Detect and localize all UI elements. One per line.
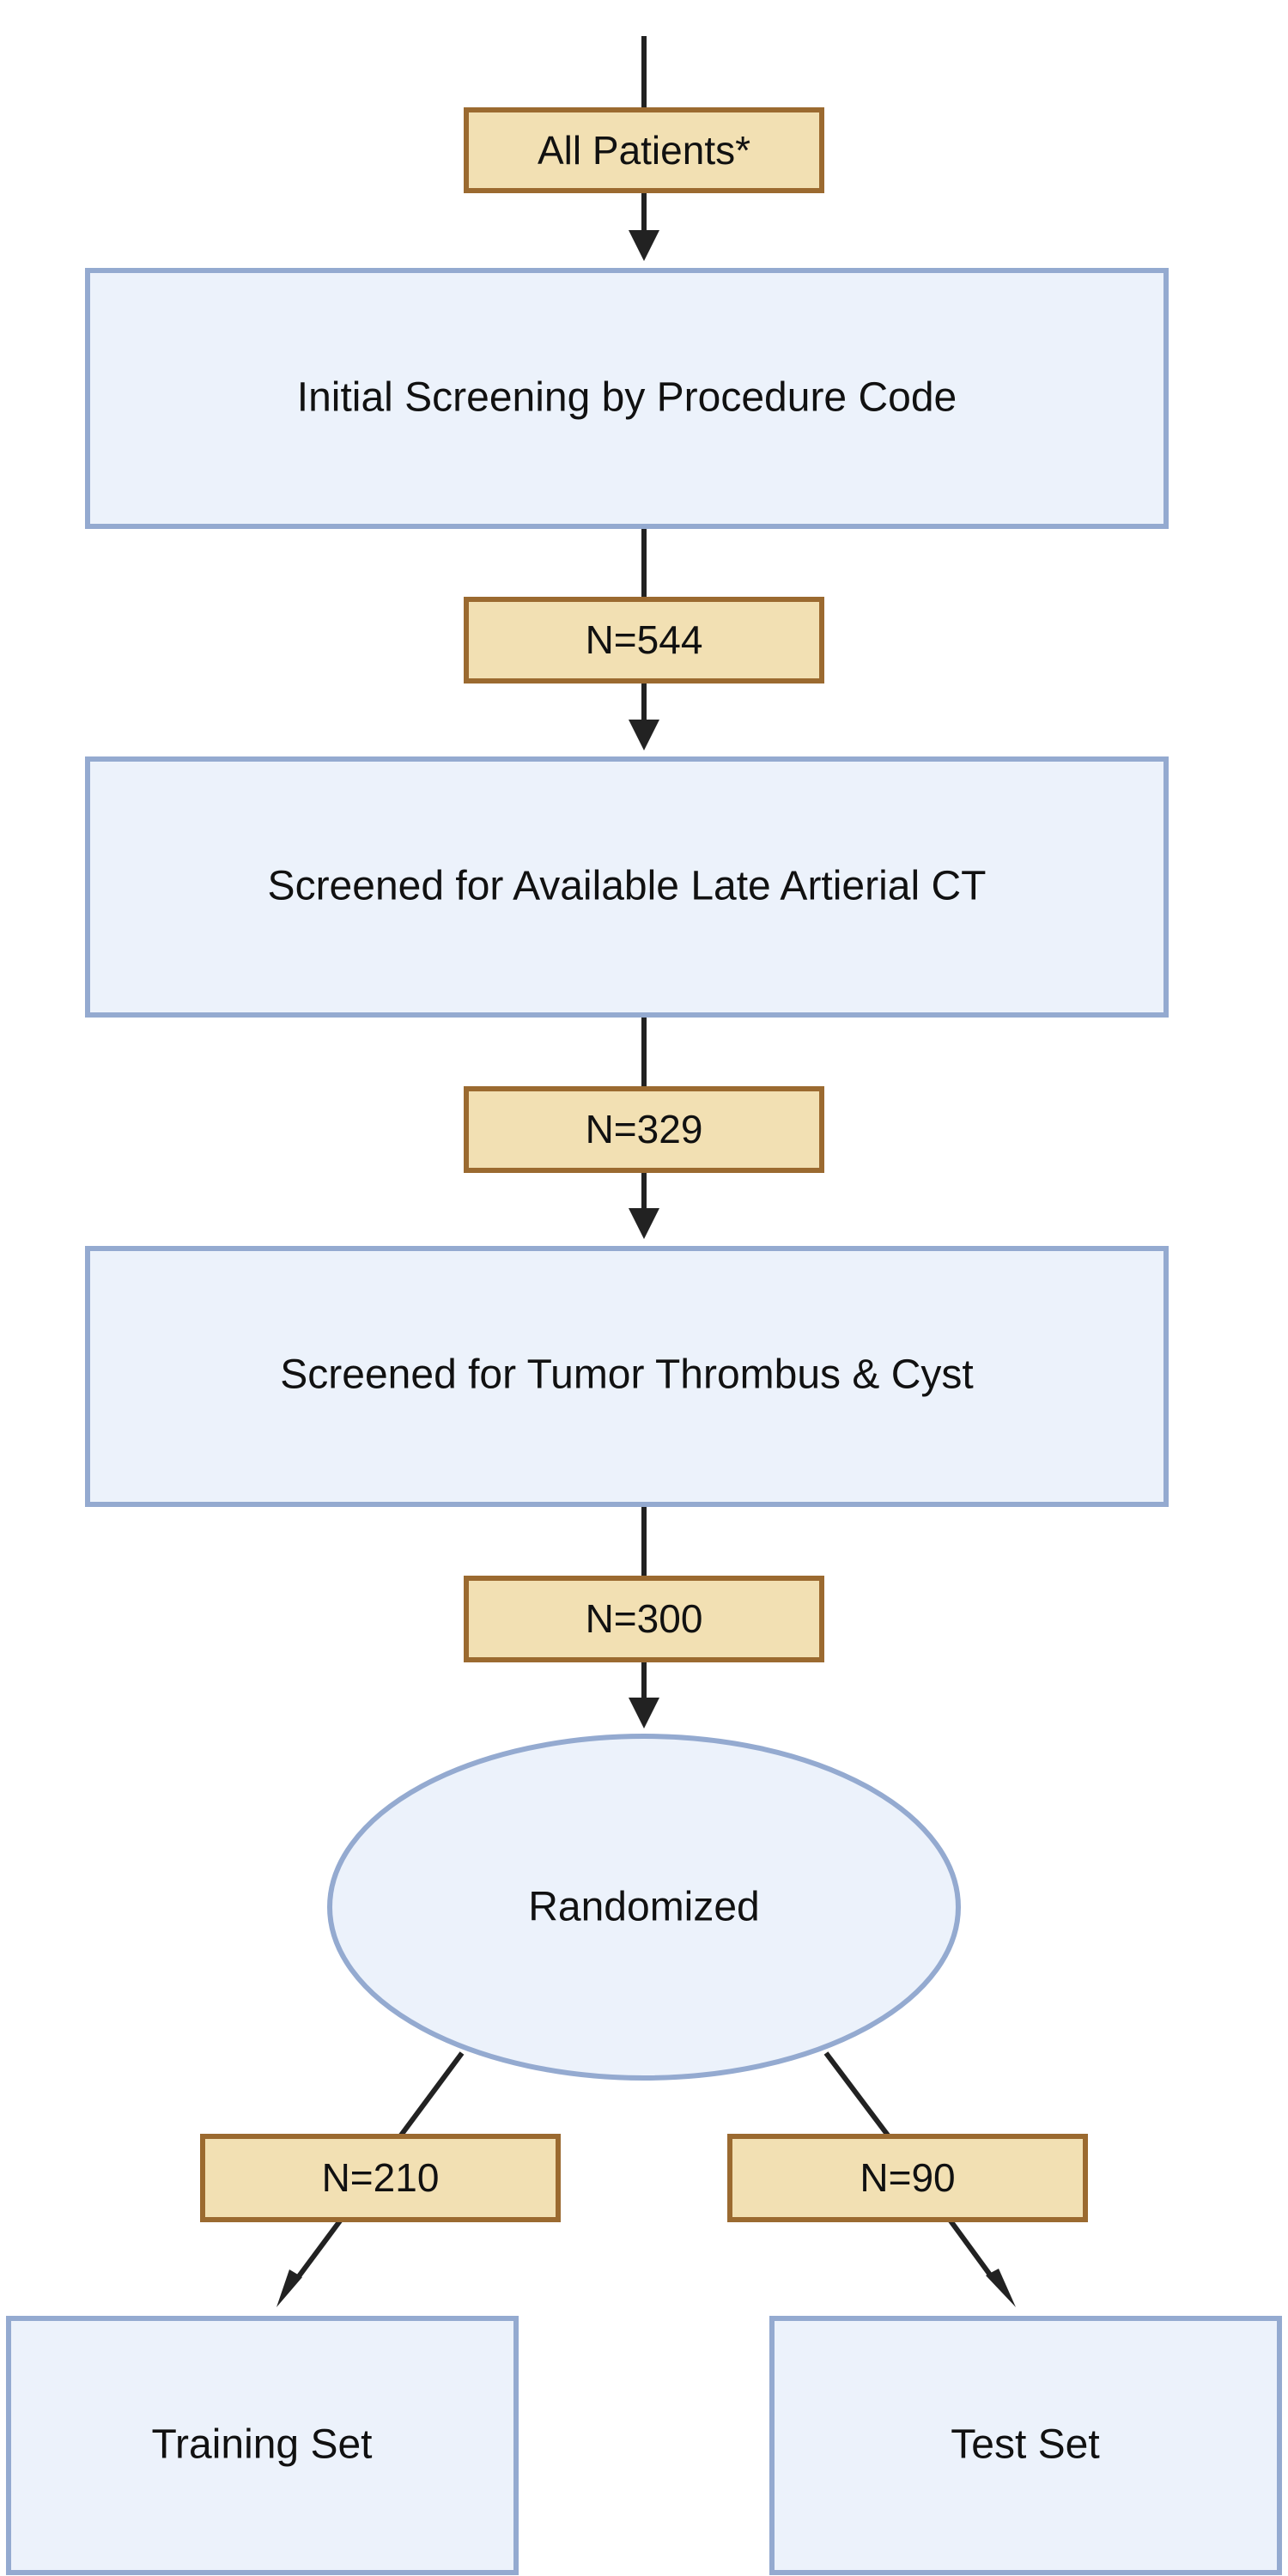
count-node: N=300 xyxy=(464,1576,824,1662)
step-tumor-thrombus-cyst: Screened for Tumor Thrombus & Cyst xyxy=(85,1246,1169,1507)
start-label: All Patients* xyxy=(538,128,750,173)
connectors xyxy=(294,36,994,2281)
connector-line xyxy=(398,2051,465,2138)
count-label: N=544 xyxy=(586,617,703,662)
arrowhead-icon xyxy=(629,1208,659,1239)
step-box xyxy=(85,756,1169,1018)
arrowhead-icon xyxy=(629,720,659,750)
count-box xyxy=(464,1086,824,1173)
arrowhead-icon xyxy=(276,2269,302,2307)
count-node-training: N=210 xyxy=(200,2134,561,2222)
count-node: N=544 xyxy=(464,597,824,683)
randomized-node: Randomized xyxy=(327,1734,961,2081)
arrowhead-icon xyxy=(629,1698,659,1728)
count-node: N=329 xyxy=(464,1086,824,1173)
count-label: N=329 xyxy=(586,1107,703,1151)
count-box xyxy=(464,1576,824,1662)
count-box xyxy=(727,2134,1088,2222)
arrowheads xyxy=(276,230,1016,2307)
count-node-test: N=90 xyxy=(727,2134,1088,2222)
test-set-node: Test Set xyxy=(769,2316,1282,2575)
randomized-label: Randomized xyxy=(528,1885,759,1930)
count-box xyxy=(464,107,824,193)
count-label: N=300 xyxy=(586,1596,703,1641)
step-label: Screened for Tumor Thrombus & Cyst xyxy=(280,1352,973,1398)
connector-line xyxy=(947,2218,994,2279)
test-set-label: Test Set xyxy=(951,2422,1099,2468)
arrowhead-icon xyxy=(986,2269,1016,2307)
step-box xyxy=(85,268,1169,529)
count-label: N=210 xyxy=(322,2155,440,2200)
randomized-ellipse xyxy=(327,1734,961,2081)
step-late-arterial-ct: Screened for Available Late Artierial CT xyxy=(85,756,1169,1018)
step-label: Initial Screening by Procedure Code xyxy=(297,375,957,421)
step-box xyxy=(769,2316,1282,2575)
arrowhead-icon xyxy=(629,230,659,261)
training-set-label: Training Set xyxy=(151,2422,372,2468)
count-label: N=90 xyxy=(860,2155,955,2200)
step-label: Screened for Available Late Artierial CT xyxy=(268,864,987,909)
count-box xyxy=(464,597,824,683)
connector-line xyxy=(823,2051,891,2138)
step-initial-screening: Initial Screening by Procedure Code xyxy=(85,268,1169,529)
training-set-node: Training Set xyxy=(6,2316,519,2575)
step-box xyxy=(6,2316,519,2575)
count-box xyxy=(200,2134,561,2222)
step-box xyxy=(85,1246,1169,1507)
start-node: All Patients* xyxy=(464,107,824,193)
connector-line xyxy=(294,2218,343,2281)
